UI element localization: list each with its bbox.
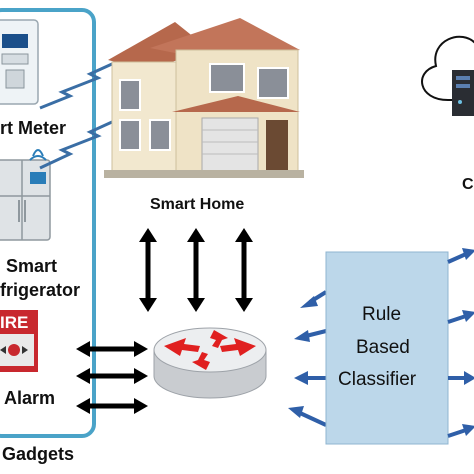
classifier-label-line3: Classifier (338, 369, 417, 390)
double-arrow (235, 228, 253, 312)
refrigerator-label-line1: Smart (6, 256, 58, 276)
smart-meter-label: rt Meter (0, 118, 67, 138)
fire-sign-text: IRE (0, 313, 29, 332)
blue-arrow (288, 406, 327, 427)
wifi-signal-icon (29, 149, 47, 161)
double-arrow (76, 341, 148, 357)
classifier-label-line2: Based (356, 337, 410, 358)
blue-arrow (448, 371, 474, 385)
refrigerator-label-line2: frigerator (0, 280, 81, 300)
smart-home-label: Smart Home (150, 196, 245, 213)
router-arrow-icon (192, 352, 210, 370)
classifier-label-line1: Rule (362, 304, 402, 325)
blue-arrow (447, 424, 474, 438)
blue-arrow (300, 290, 328, 308)
double-arrow (139, 228, 157, 312)
gadgets-title: Gadgets (2, 444, 75, 464)
server-icon (452, 70, 474, 116)
blue-arrow (447, 248, 474, 264)
wireless-link-icon (39, 62, 113, 110)
smart-meter-icon (0, 19, 39, 105)
double-arrow (76, 398, 148, 414)
cloud-label: C (462, 176, 474, 193)
refrigerator-icon (0, 159, 51, 241)
router-arrow-icon (220, 338, 256, 356)
smart-home-illustration (104, 18, 304, 178)
double-arrow (187, 228, 205, 312)
classifier-box (325, 251, 449, 445)
double-arrow (76, 368, 148, 384)
router-arrow-icon (164, 338, 200, 356)
wireless-link-icon (39, 120, 113, 170)
alarm-label: Alarm (4, 388, 56, 408)
fire-alarm-icon (0, 310, 38, 372)
router-icon (153, 327, 267, 399)
blue-arrow (294, 329, 327, 342)
blue-arrow (447, 310, 474, 324)
router-arrow-icon (210, 330, 228, 348)
blue-arrow (294, 371, 326, 385)
